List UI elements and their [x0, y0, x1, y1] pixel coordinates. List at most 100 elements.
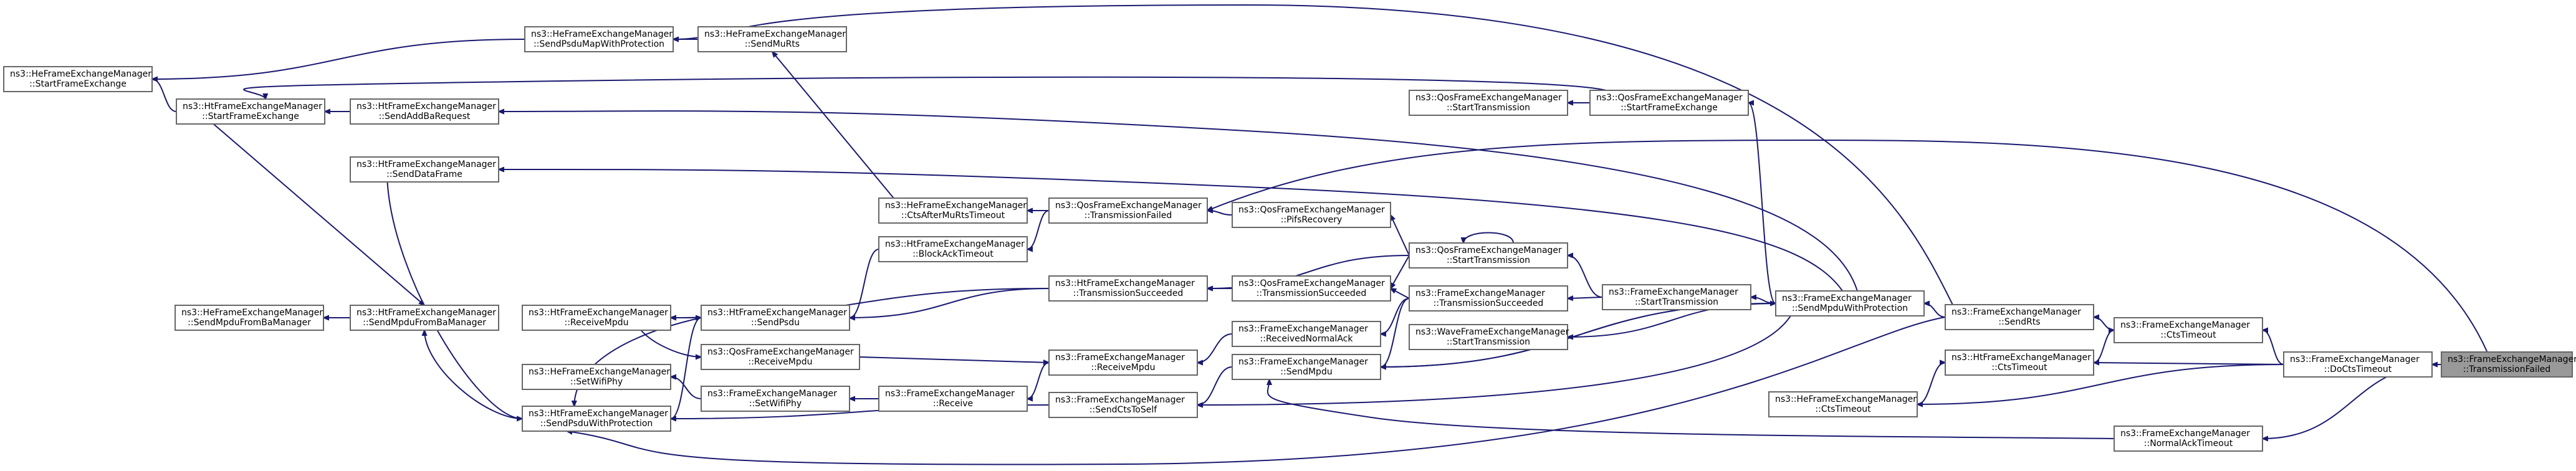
node-class-label: ns3::HtFrameExchangeManager [357, 159, 496, 169]
node-box[interactable] [1775, 290, 1925, 316]
node-fem_starttx[interactable]: ns3::FrameExchangeManager::StartTransmis… [1602, 284, 1751, 310]
node-class-label: ns3::FrameExchangeManager [1782, 293, 1912, 303]
node-box[interactable] [1048, 392, 1198, 418]
node-ht_sendpsduwithprot[interactable]: ns3::HtFrameExchangeManager::SendPsduWit… [522, 406, 671, 432]
node-class-label: ns3::FrameExchangeManager [1609, 287, 1738, 297]
node-method-label: ::SendMuRts [745, 39, 800, 49]
node-fem_txsucceeded[interactable]: ns3::FrameExchangeManager::TransmissionS… [1409, 285, 1568, 312]
node-box[interactable] [1589, 90, 1749, 116]
node-he_startframe[interactable]: ns3::HeFrameExchangeManager::StartFrameE… [3, 66, 153, 92]
node-normalacktimeout[interactable]: ns3::FrameExchangeManager::NormalAckTime… [2114, 426, 2263, 452]
node-fem_sendmpdu[interactable]: ns3::FrameExchangeManager::SendMpdu [1232, 354, 1381, 380]
node-box[interactable] [1602, 284, 1751, 310]
node-he_ctstimeout[interactable]: ns3::HeFrameExchangeManager::CtsTimeout [1768, 391, 1918, 417]
node-sendrts[interactable]: ns3::FrameExchangeManager::SendRts [1945, 304, 2094, 330]
edge-docts-to-ht_ctstimeout [2094, 363, 2284, 364]
node-method-label: ::SendMpduWithProtection [1792, 303, 1908, 313]
node-root[interactable]: ns3::FrameExchangeManager::TransmissionF… [2441, 351, 2576, 378]
node-blockacktimeout[interactable]: ns3::HtFrameExchangeManager::BlockAckTim… [878, 236, 1028, 262]
node-docts[interactable]: ns3::FrameExchangeManager::DoCtsTimeout [2283, 351, 2433, 378]
node-box[interactable] [1232, 275, 1391, 302]
node-ht_txsucceeded[interactable]: ns3::HtFrameExchangeManager::Transmissio… [1048, 275, 1208, 302]
node-box[interactable] [350, 156, 499, 183]
node-qos_startframe[interactable]: ns3::QosFrameExchangeManager::StartFrame… [1589, 90, 1749, 116]
node-he_setwifiphy[interactable]: ns3::HeFrameExchangeManager::SetWifiPhy [522, 364, 671, 390]
node-ht_sendpsdu[interactable]: ns3::HtFrameExchangeManager::SendPsdu [701, 305, 850, 331]
node-method-label: ::CtsTimeout [1815, 404, 1871, 414]
node-box[interactable] [701, 305, 850, 331]
node-box[interactable] [522, 364, 671, 390]
node-box[interactable] [2114, 317, 2263, 343]
node-he_sendmpdufromba[interactable]: ns3::HeFrameExchangeManager::SendMpduFro… [175, 305, 324, 331]
node-box[interactable] [522, 406, 671, 432]
node-fem_receivempdu[interactable]: ns3::FrameExchangeManager::ReceiveMpdu [1048, 350, 1198, 376]
node-class-label: ns3::FrameExchangeManager [2120, 320, 2250, 330]
edge-normalacktimeout-to-fem_sendmpdu [1268, 379, 2115, 439]
node-senddataframe[interactable]: ns3::HtFrameExchangeManager::SendDataFra… [350, 156, 499, 183]
node-sendpsdumap[interactable]: ns3::HeFrameExchangeManager::SendPsduMap… [524, 26, 674, 52]
node-box[interactable] [697, 26, 847, 52]
edge-qos_receivempdu-to-fem_receivempdu [859, 356, 1049, 363]
node-method-label: ::StartFrameExchange [1621, 103, 1718, 113]
node-box[interactable] [2441, 351, 2573, 378]
node-box[interactable] [878, 236, 1028, 262]
node-fem_receivednormalack[interactable]: ns3::FrameExchangeManager::ReceivedNorma… [1232, 321, 1381, 347]
node-box[interactable] [878, 197, 1028, 224]
node-sendmpduwithprot[interactable]: ns3::FrameExchangeManager::SendMpduWithP… [1775, 290, 1925, 316]
node-box[interactable] [1048, 350, 1198, 376]
node-class-label: ns3::FrameExchangeManager [2448, 354, 2576, 364]
node-class-label: ns3::FrameExchangeManager [1238, 324, 1368, 334]
node-qos_starttx[interactable]: ns3::QosFrameExchangeManager::StartTrans… [1409, 242, 1568, 269]
node-ht_startframe[interactable]: ns3::HtFrameExchangeManager::StartFrameE… [176, 98, 325, 125]
node-box[interactable] [701, 386, 850, 412]
node-box[interactable] [1409, 242, 1568, 269]
node-sendaddba[interactable]: ns3::HtFrameExchangeManager::SendAddBaRe… [350, 98, 499, 125]
node-box[interactable] [350, 98, 499, 125]
node-box[interactable] [1945, 304, 2094, 330]
node-qos_txsucceeded[interactable]: ns3::QosFrameExchangeManager::Transmissi… [1232, 275, 1391, 302]
node-fem_setwifiphy[interactable]: ns3::FrameExchangeManager::SetWifiPhy [701, 386, 850, 412]
node-method-label: ::SendRts [1998, 317, 2040, 327]
node-box[interactable] [1409, 285, 1568, 312]
node-ht_receivempdu[interactable]: ns3::HtFrameExchangeManager::ReceiveMpdu [522, 305, 671, 331]
node-box[interactable] [175, 305, 324, 331]
node-qos_txfailed[interactable]: ns3::QosFrameExchangeManager::Transmissi… [1048, 197, 1208, 224]
node-method-label: ::TransmissionFailed [1085, 211, 1172, 221]
node-method-label: ::ReceiveMpdu [565, 318, 629, 328]
node-box[interactable] [878, 386, 1028, 412]
node-fem_receive[interactable]: ns3::FrameExchangeManager::Receive [878, 386, 1028, 412]
node-ht_ctstimeout[interactable]: ns3::HtFrameExchangeManager::CtsTimeout [1945, 350, 2094, 376]
node-box[interactable] [1048, 197, 1208, 224]
node-box[interactable] [1945, 350, 2094, 376]
node-qos_starttx_left[interactable]: ns3::QosFrameExchangeManager::StartTrans… [1409, 90, 1568, 116]
node-qos_receivempdu[interactable]: ns3::QosFrameExchangeManager::ReceiveMpd… [701, 344, 860, 370]
node-class-label: ns3::FrameExchangeManager [2120, 429, 2250, 439]
node-box[interactable] [2114, 426, 2263, 452]
node-wave_starttx[interactable]: ns3::WaveFrameExchangeManager::StartTran… [1409, 324, 1569, 350]
node-box[interactable] [3, 66, 153, 92]
node-box[interactable] [176, 98, 325, 125]
node-box[interactable] [524, 26, 674, 52]
node-box[interactable] [522, 305, 671, 331]
node-sendctstoself[interactable]: ns3::FrameExchangeManager::SendCtsToSelf [1048, 392, 1198, 418]
node-box[interactable] [1409, 90, 1568, 116]
node-ctstimeout_top[interactable]: ns3::FrameExchangeManager::CtsTimeout [2114, 317, 2263, 343]
node-pifsrecovery[interactable]: ns3::QosFrameExchangeManager::PifsRecove… [1232, 202, 1391, 228]
edge-ht_startframe-to-he_startframe [152, 79, 177, 112]
node-box[interactable] [1232, 321, 1381, 347]
node-box[interactable] [350, 305, 499, 331]
node-box[interactable] [1048, 275, 1208, 302]
node-ctsaftermurts[interactable]: ns3::HeFrameExchangeManager::CtsAfterMuR… [878, 197, 1028, 224]
node-ht_sendmpdufromba[interactable]: ns3::HtFrameExchangeManager::SendMpduFro… [350, 305, 499, 331]
node-method-label: ::SendMpduFromBaManager [363, 318, 486, 328]
node-box[interactable] [1232, 202, 1391, 228]
node-box[interactable] [1768, 391, 1918, 417]
node-method-label: ::NormalAckTimeout [2144, 439, 2233, 449]
node-box[interactable] [2283, 351, 2433, 378]
edge-root-to-qos_txfailed [1207, 139, 2488, 353]
node-box[interactable] [701, 344, 860, 370]
node-sendmurts[interactable]: ns3::HeFrameExchangeManager::SendMuRts [697, 26, 847, 52]
node-box[interactable] [1409, 324, 1568, 350]
node-box[interactable] [1232, 354, 1381, 380]
